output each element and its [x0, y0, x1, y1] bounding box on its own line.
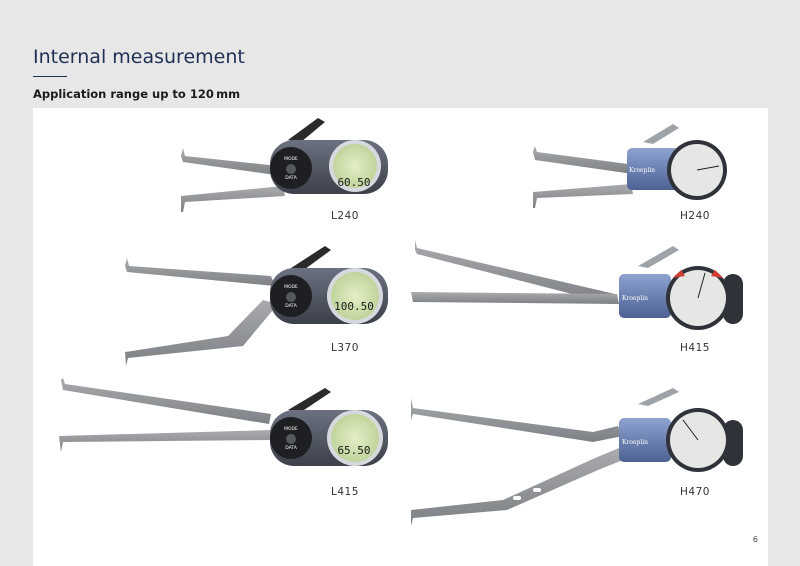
label-l415: L415: [331, 486, 359, 498]
l370-arm-lower: [125, 300, 278, 366]
h470-brand: Kroeplin: [622, 439, 648, 446]
l370-btn-data: DATA: [285, 303, 298, 309]
label-h240: H240: [680, 210, 710, 222]
l415-arm-lower: [59, 430, 273, 452]
h415-tolerance-marker-right: [711, 270, 723, 278]
h415-brand: Kroeplin: [622, 295, 648, 302]
l370-lever: [288, 246, 331, 272]
l370-arm-hole: [208, 333, 216, 337]
h415-tolerance-marker-left: [673, 270, 685, 278]
h240-body: [627, 148, 679, 190]
h470-arm-upper: [411, 398, 623, 442]
gauge-h240: Kroeplin: [533, 124, 727, 208]
l240-arm-upper: [181, 148, 283, 176]
l415-lcd: [331, 414, 379, 462]
l370-set-knob: [286, 292, 296, 302]
h470-needle: [682, 419, 699, 441]
l240-lever: [288, 118, 325, 142]
h240-needle: [696, 165, 720, 171]
label-l240: L240: [331, 210, 359, 222]
l370-arm-upper: [125, 258, 275, 286]
l240-reading: 60.50: [337, 176, 370, 189]
l415-reading: 65.50: [337, 444, 370, 457]
gauge-l415: MODE DATA 65.50: [59, 378, 388, 466]
l415-set-knob: [286, 434, 296, 444]
h470-arm-hole: [513, 496, 521, 500]
h470-body: [619, 418, 671, 462]
h470-arm-lower: [411, 448, 623, 526]
title-underline: [33, 76, 67, 77]
h470-lever: [638, 388, 679, 406]
page-title: Internal measurement: [33, 46, 245, 68]
gauge-l370: MODE DATA 100.50: [125, 246, 388, 366]
l240-btn-data: DATA: [285, 175, 298, 181]
l370-lcd: [331, 272, 379, 320]
gauge-l240: MODE DATA 60.50: [181, 118, 388, 212]
h415-needle: [697, 272, 706, 299]
l370-reading: 100.50: [334, 300, 374, 313]
h240-lever: [643, 124, 679, 144]
page-number: 6: [752, 535, 758, 544]
l240-btn-mode: MODE: [284, 156, 298, 162]
h415-arm-upper: [415, 240, 615, 304]
l240-arm-lower: [181, 186, 285, 212]
l370-arm-hole: [223, 328, 231, 332]
l240-set-knob: [286, 164, 296, 174]
l415-btn-data: DATA: [285, 445, 298, 451]
label-h415: H415: [680, 342, 710, 354]
l240-lcd: [333, 144, 377, 188]
h240-brand: Kroeplin: [629, 167, 655, 174]
label-h470: H470: [680, 486, 710, 498]
l415-btn-mode: MODE: [284, 426, 298, 432]
h415-back-cap: [723, 274, 743, 324]
l415-lever: [288, 388, 331, 412]
h415-lever: [638, 246, 679, 268]
page-subtitle: Application range up to 120 mm: [33, 87, 241, 101]
h415-body: [619, 274, 671, 318]
product-illustrations: MODE DATA 60.50 Kroeplin: [59, 118, 743, 526]
h415-arm-lower: [411, 292, 619, 304]
h470-arm-hole: [533, 488, 541, 492]
h240-arm-upper: [533, 146, 633, 174]
h240-arm-lower: [533, 184, 633, 208]
gauge-h415: Kroeplin: [411, 240, 743, 330]
l415-arm-upper: [61, 378, 271, 424]
l370-btn-mode: MODE: [284, 284, 298, 290]
label-l370: L370: [331, 342, 359, 354]
gauge-h470: Kroeplin: [411, 388, 743, 526]
product-panel: MODE DATA 60.50 Kroeplin: [33, 108, 768, 566]
